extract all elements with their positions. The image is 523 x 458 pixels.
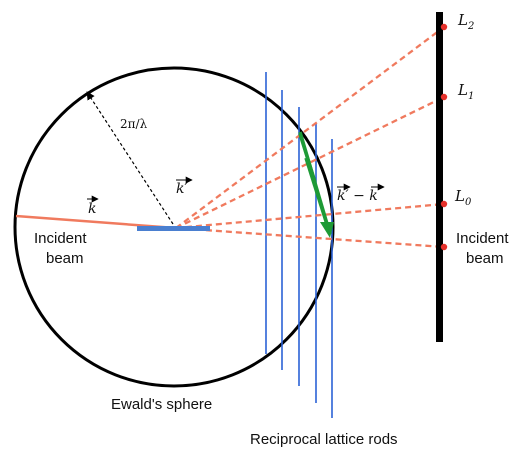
- label-L1: L1: [457, 81, 474, 102]
- lattice-rods: [265, 72, 333, 418]
- radius-label: 2π/λ: [120, 117, 148, 131]
- label-L0: L0: [454, 187, 472, 208]
- diff-label: k′ − k: [336, 183, 386, 205]
- incident-beam-left-line1: Incident: [34, 230, 87, 247]
- spots: [440, 23, 448, 251]
- k-prime-label: k′: [176, 176, 193, 197]
- ewald-sphere-label: Ewald's sphere: [111, 396, 212, 413]
- radius-arrow: [86, 91, 174, 225]
- spot-L0: [440, 200, 448, 208]
- detector-screen: [436, 12, 443, 342]
- beam-through: [175, 226, 445, 249]
- beam-to-L2: [175, 26, 445, 229]
- spot-direct: [440, 243, 448, 251]
- lattice-rods-label: Reciprocal lattice rods: [250, 431, 398, 448]
- label-L2: L2: [457, 11, 474, 32]
- diff-label-text: k′ − k: [337, 188, 378, 204]
- green-vectors: [298, 131, 332, 235]
- spot-L1: [440, 93, 448, 101]
- incident-beam-right-line2: beam: [466, 250, 504, 267]
- beam-to-L0: [175, 202, 445, 230]
- incident-beam-right-line1: Incident: [456, 230, 509, 247]
- scattered-beams: [175, 26, 445, 249]
- k-prime-label-text: k′: [176, 181, 188, 197]
- sample-bar: [137, 226, 210, 231]
- k-label: k: [87, 195, 99, 217]
- incident-beam-left-line2: beam: [46, 250, 84, 267]
- green-vector-b: [304, 157, 332, 235]
- spot-L2: [440, 23, 448, 31]
- diff-vector-head: [320, 222, 334, 238]
- ewald-sphere-circle: [13, 66, 335, 388]
- k-label-text: k: [88, 201, 96, 217]
